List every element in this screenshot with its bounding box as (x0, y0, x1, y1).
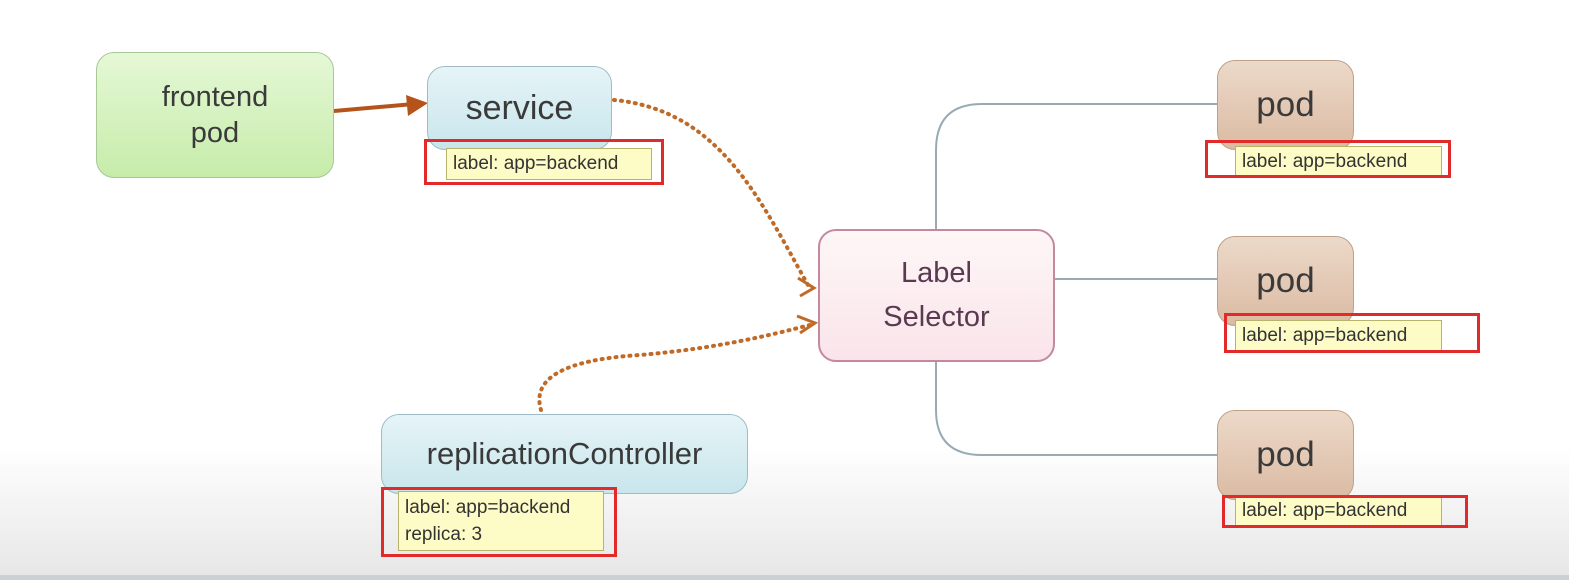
pod-3-tag-highlight (1222, 495, 1468, 528)
label-selector-line1: Label (901, 257, 972, 289)
pod-node-1: pod (1217, 60, 1354, 150)
replication-controller-tag-highlight (381, 487, 617, 557)
replication-controller-tag-line1: label: app=backend (405, 497, 571, 518)
pod-label-1: pod (1256, 85, 1315, 125)
pod-3-label-tag-text: label: app=backend (1242, 500, 1408, 521)
service-label: service (465, 88, 574, 127)
pod-label-2: pod (1256, 261, 1315, 301)
pod-3-label-tag: label: app=backend (1235, 495, 1442, 527)
pod-1-label-tag-text: label: app=backend (1242, 151, 1408, 172)
rc-to-selector-arrowhead (796, 314, 819, 335)
label-selector-node: Label Selector (818, 229, 1055, 362)
pod-1-tag-highlight (1205, 140, 1451, 178)
bottom-edge-bar (0, 575, 1569, 580)
service-to-selector-arrowhead (797, 276, 817, 298)
rc-to-selector-dotted (537, 323, 812, 412)
selector-to-pod3-line (935, 362, 1217, 456)
pod-2-tag-highlight (1224, 313, 1480, 353)
replication-controller-tag-line2: replica: 3 (405, 524, 483, 545)
service-label-tag: label: app=backend (446, 148, 652, 180)
selector-to-pod1-line (935, 103, 1217, 229)
label-selector-line2: Selector (883, 300, 990, 333)
frontend-to-service-arrowhead (406, 95, 428, 116)
replication-controller-node: replicationController (381, 414, 748, 494)
service-label-tag-text: label: app=backend (453, 153, 619, 174)
service-node: service (427, 66, 612, 150)
frontend-pod-line1: frontend (161, 80, 269, 113)
pod-label-3: pod (1256, 435, 1315, 475)
pod-node-3: pod (1217, 410, 1354, 500)
frontend-pod-node: frontend pod (96, 52, 334, 178)
replication-controller-label: replicationController (426, 435, 703, 471)
frontend-pod-line2: pod (190, 117, 240, 149)
pod-node-2: pod (1217, 236, 1354, 326)
replication-controller-tag: label: app=backend replica: 3 (398, 491, 604, 551)
frontend-to-service-arrow (333, 102, 415, 113)
pod-2-label-tag: label: app=backend (1235, 320, 1442, 352)
service-tag-highlight (424, 139, 664, 185)
pod-2-label-tag-text: label: app=backend (1242, 325, 1408, 346)
service-to-selector-dotted (612, 98, 810, 287)
